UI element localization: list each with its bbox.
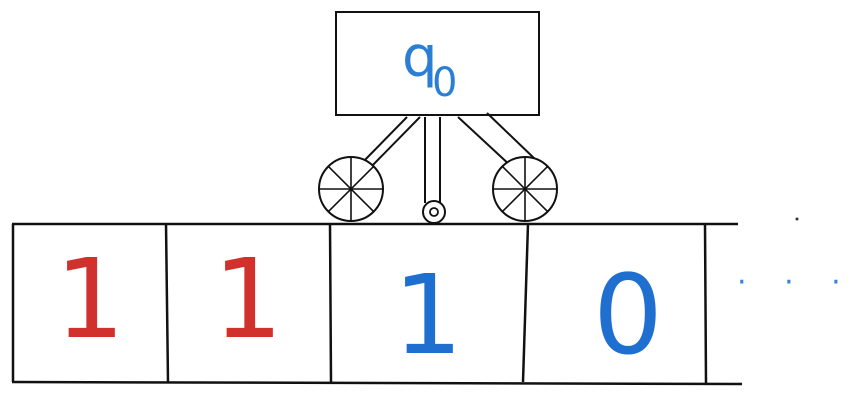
state-subscript: 0 bbox=[432, 60, 457, 106]
tape-cell-4-symbol: 0 bbox=[593, 251, 663, 379]
machine-head: q 0 bbox=[318, 11, 558, 224]
tape-cell-1-symbol: 1 bbox=[55, 235, 125, 363]
state-box bbox=[335, 11, 540, 116]
tape-cell-3-symbol: 1 bbox=[393, 251, 463, 379]
tape-divider bbox=[703, 223, 708, 385]
read-arm bbox=[422, 117, 446, 224]
tape-continuation: · · · bbox=[737, 265, 855, 300]
read-head-icon bbox=[422, 200, 446, 224]
right-wheel-icon bbox=[492, 156, 558, 222]
stray-dot bbox=[795, 217, 799, 221]
tape-bottom-edge bbox=[11, 380, 743, 386]
right-strut bbox=[457, 112, 537, 168]
tape-divider bbox=[164, 223, 170, 383]
left-wheel-icon bbox=[318, 156, 384, 222]
tape-cell-2-symbol: 1 bbox=[213, 235, 283, 363]
tape: 1 1 1 0 · · · bbox=[11, 217, 855, 386]
tape-divider bbox=[521, 223, 530, 383]
left-strut bbox=[357, 116, 421, 171]
tape-divider bbox=[328, 223, 333, 383]
state-label: q bbox=[402, 25, 438, 90]
